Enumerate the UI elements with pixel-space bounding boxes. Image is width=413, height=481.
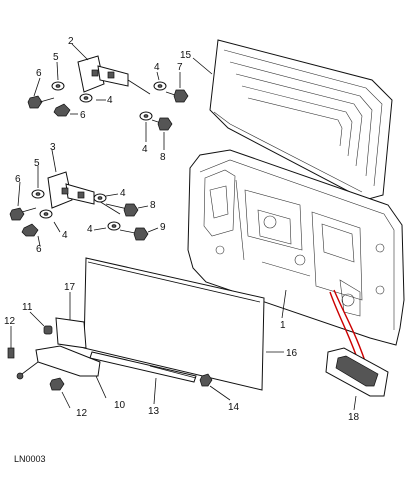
callout-4: 4 [87,224,93,235]
fastener-washer-4d [39,209,53,219]
callout-6: 6 [15,174,21,185]
fastener-washer-4c [139,111,153,121]
callout-6: 6 [80,110,86,121]
upper-hinge [77,55,151,95]
callout-8: 8 [150,200,156,211]
callout-6: 6 [36,244,42,255]
fastener-bolt-6c [9,207,37,221]
callout-2: 2 [68,36,74,47]
callout-8: 8 [160,152,166,163]
callout-4: 4 [62,230,68,241]
reference-code: LN0003 [14,454,46,464]
handle-recess [325,347,389,397]
callout-15: 15 [180,50,192,61]
fastener-nut-6d [21,223,39,237]
callout-11: 11 [22,302,33,313]
fastener-washer-4b [153,81,167,91]
callout-labels: 2 5 6 4 6 4 7 15 4 8 3 5 6 4 8 4 6 4 9 1… [4,36,360,464]
fastener-washer-4f [107,221,121,231]
strut-bracket [16,345,101,380]
bracket-bush [43,325,53,335]
callout-12: 12 [76,408,88,419]
callout-5: 5 [53,52,59,63]
fastener-bolt-7 [165,89,189,103]
stud-screw-12b [49,377,65,391]
callout-4: 4 [154,62,160,73]
fastener-bolt-6a [27,95,55,109]
fastener-washer-5a [51,81,65,91]
callout-10: 10 [114,400,126,411]
callout-13: 13 [148,406,160,417]
callout-18: 18 [348,412,360,423]
callout-14: 14 [228,402,240,413]
fastener-bolt-9 [119,227,149,241]
door-seal [83,257,265,391]
callout-12: 12 [4,316,16,327]
pad [55,317,87,349]
tailgate-door [187,149,405,373]
fastener-washer-4a [79,93,93,103]
fastener-bolt-8a [151,117,173,131]
callout-3: 3 [50,142,56,153]
fastener-washer-5b [31,189,45,199]
fastener-nut-6b [53,103,71,117]
callout-1: 1 [280,320,286,331]
fastener-bolt-8b [105,203,139,217]
callout-16: 16 [286,348,298,359]
lower-hinge [47,171,121,215]
callout-4: 4 [142,144,148,155]
callout-5: 5 [34,158,40,169]
stud-screw-12a [7,340,15,359]
fastener-washer-4e [93,193,107,203]
callout-4: 4 [120,188,126,199]
callout-4: 4 [107,95,113,106]
callout-7: 7 [177,62,183,73]
strut-ball-stud [199,373,213,387]
gas-strut [89,351,197,383]
rear-glass-panel [209,39,393,201]
callout-6: 6 [36,68,42,79]
callout-17: 17 [64,282,76,293]
callout-9: 9 [160,222,166,233]
leader-lines [10,43,357,411]
